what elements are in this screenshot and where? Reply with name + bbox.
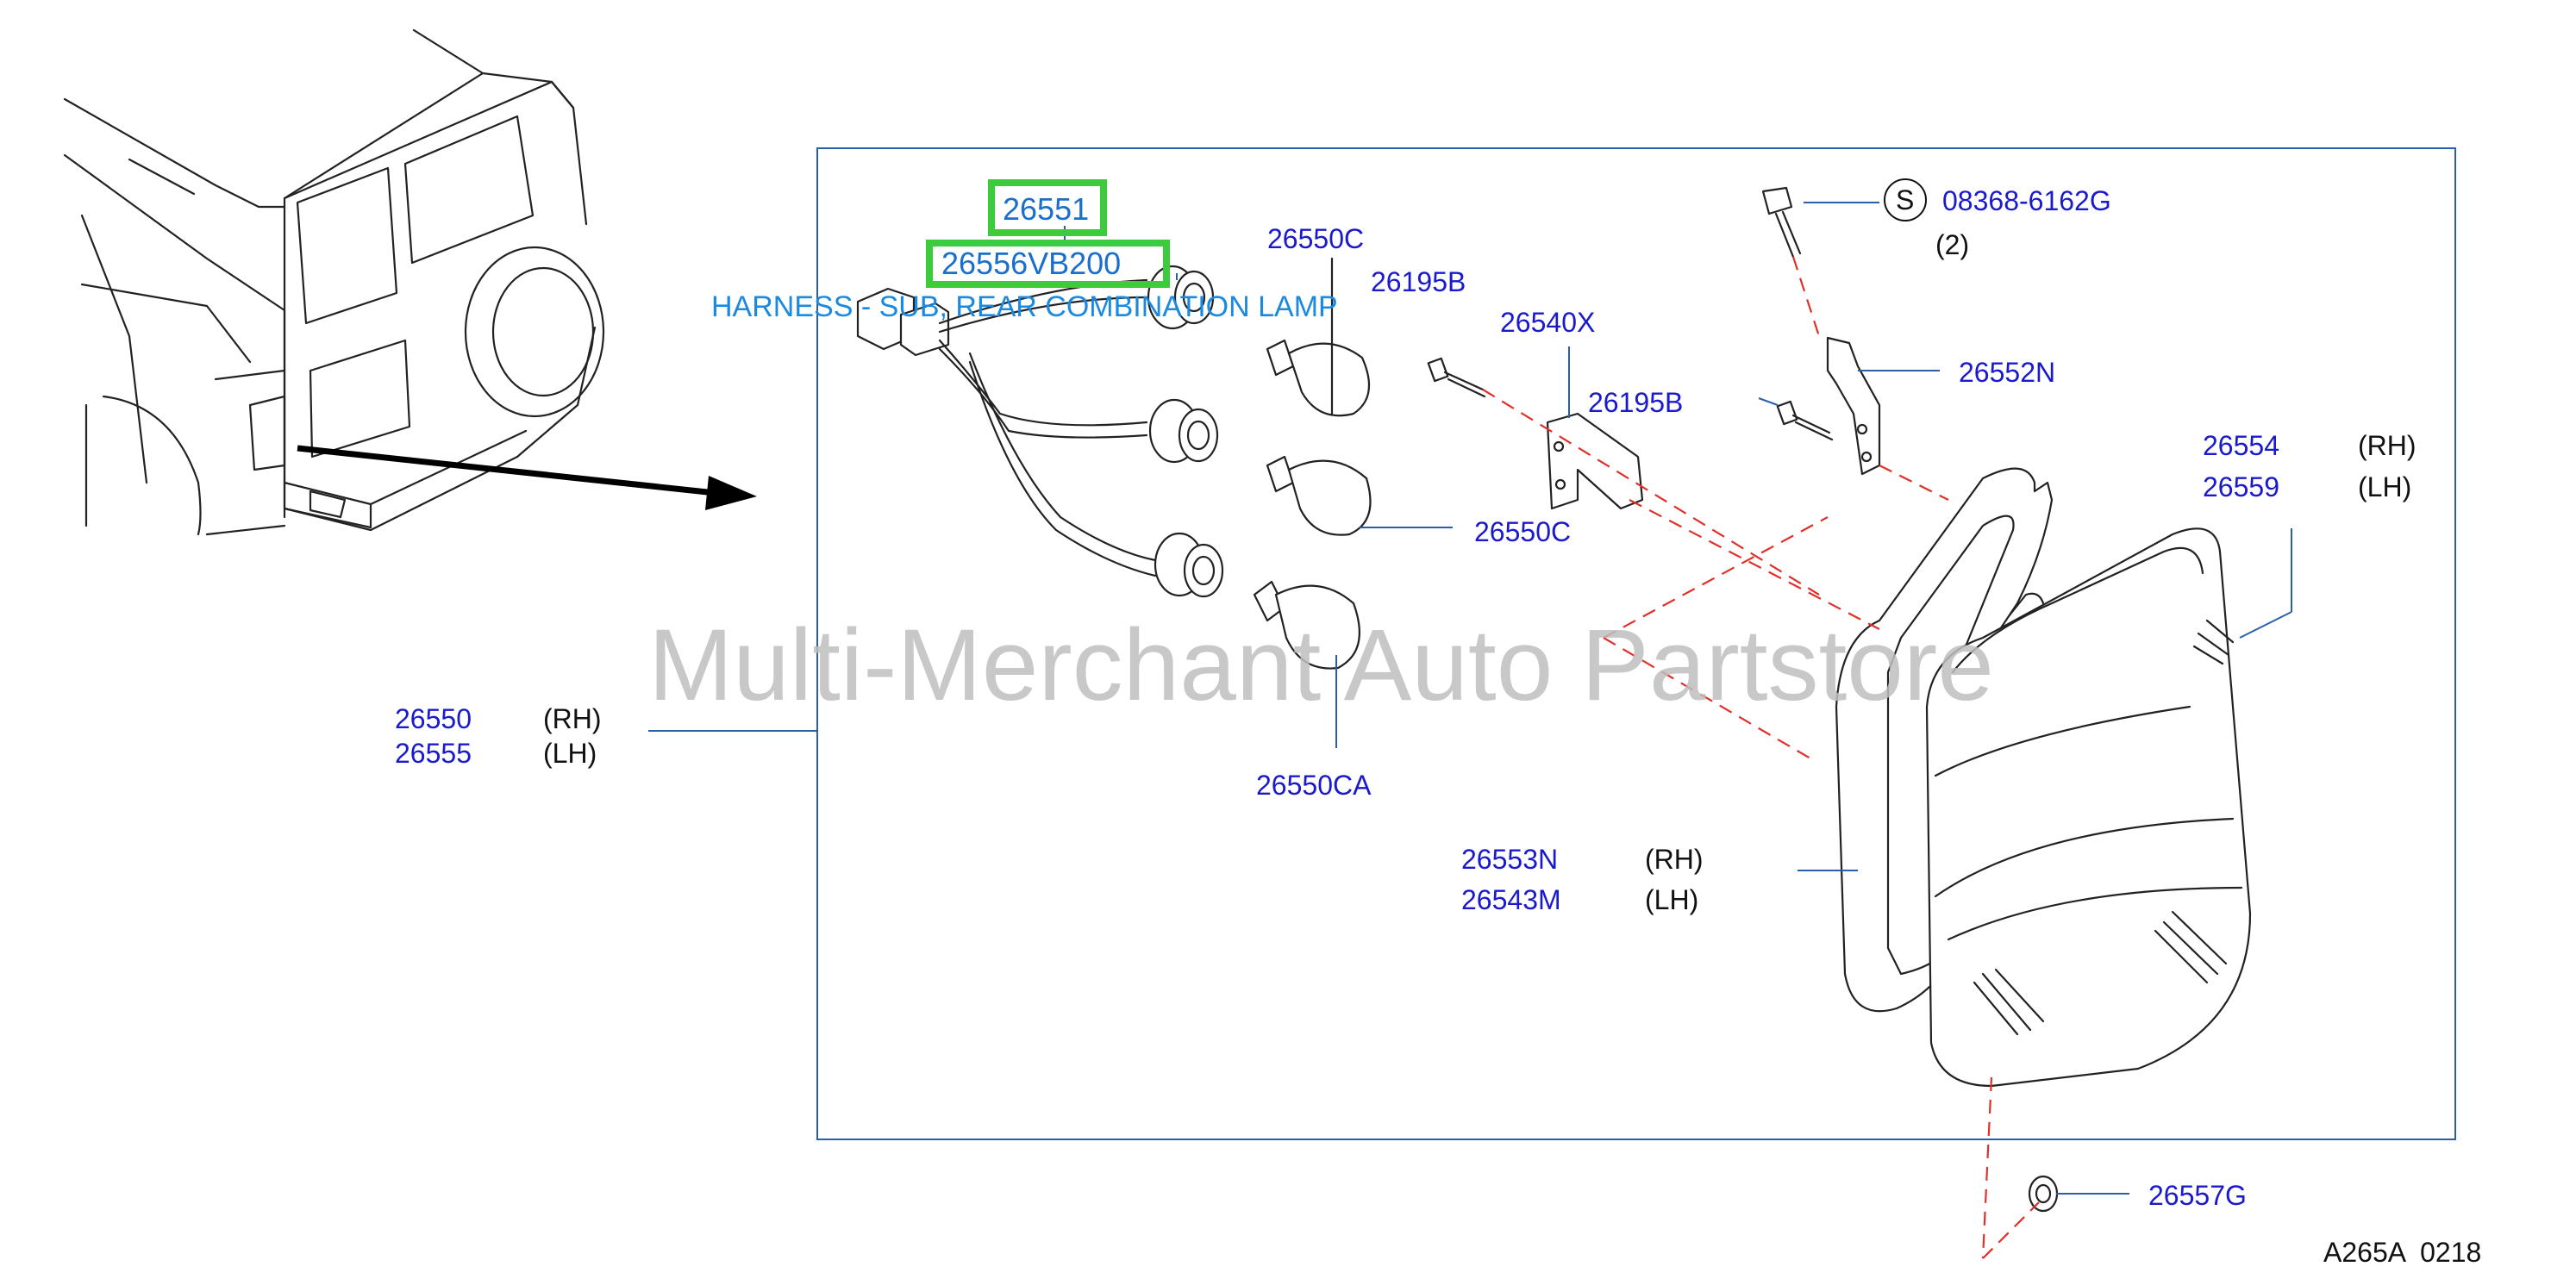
lamp-lh-qualifier: (LH) bbox=[2358, 471, 2411, 502]
gasket-rh-qualifier: (RH) bbox=[1645, 844, 1704, 875]
part-label-26195b-top[interactable]: 26195B bbox=[1371, 266, 1466, 297]
highlight-box-26556vb200 bbox=[926, 240, 1170, 288]
screw-symbol: S bbox=[1896, 184, 1914, 215]
part-26556vb200-link[interactable]: 26556VB200 bbox=[941, 246, 1121, 281]
part-label-26553n-rh[interactable]: 26553N bbox=[1461, 844, 1558, 875]
screw-right bbox=[1776, 400, 1834, 441]
part-label-26550c-top[interactable]: 26550C bbox=[1267, 223, 1364, 254]
socket-middle bbox=[1148, 398, 1219, 464]
bulb-bottom bbox=[1253, 580, 1360, 670]
bulb-middle bbox=[1266, 455, 1372, 536]
part-label-08368-6162g[interactable]: 08368-6162G bbox=[1942, 185, 2111, 216]
part-label-26557g[interactable]: 26557G bbox=[2148, 1180, 2247, 1211]
assembly-rh-qualifier: (RH) bbox=[543, 703, 602, 734]
part-label-26195b-mid[interactable]: 26195B bbox=[1588, 387, 1683, 418]
vehicle-arrow bbox=[297, 445, 757, 510]
socket-bottom bbox=[1154, 532, 1224, 598]
vehicle-illustration bbox=[63, 28, 605, 536]
leader-lines bbox=[648, 202, 2292, 1195]
bulb-top bbox=[1266, 257, 1371, 417]
screw-quantity: (2) bbox=[1935, 229, 1969, 260]
screw-symbol-circle bbox=[1884, 178, 1927, 221]
part-label-26559-lh[interactable]: 26559 bbox=[2203, 471, 2279, 502]
gasket-lh-qualifier: (LH) bbox=[1645, 884, 1698, 915]
lamp-rh-qualifier: (RH) bbox=[2358, 430, 2417, 461]
highlight-box-26551 bbox=[988, 179, 1107, 236]
part-label-26550ca[interactable]: 26550CA bbox=[1256, 770, 1372, 801]
part-label-26550-rh[interactable]: 26550 bbox=[395, 703, 472, 734]
assembly-lh-qualifier: (LH) bbox=[543, 738, 597, 769]
assembly-frame bbox=[816, 147, 2456, 1140]
reference-lines bbox=[1482, 256, 2040, 1259]
harness-artwork bbox=[856, 265, 1224, 598]
screw-left bbox=[1427, 357, 1486, 398]
part-label-26550c-mid[interactable]: 26550C bbox=[1474, 516, 1571, 547]
part-26551-link[interactable]: 26551 bbox=[1003, 191, 1089, 227]
part-label-26552n[interactable]: 26552N bbox=[1959, 357, 2055, 388]
lamp-lens-artwork bbox=[1925, 527, 2252, 1088]
clip-26557g bbox=[2028, 1175, 2059, 1213]
part-label-26554-rh[interactable]: 26554 bbox=[2203, 430, 2279, 461]
watermark: Multi-Merchant Auto Partstore bbox=[648, 608, 1994, 722]
part-label-26555-lh[interactable]: 26555 bbox=[395, 738, 472, 769]
bracket-26552n bbox=[1826, 336, 1881, 476]
part-label-26540x[interactable]: 26540X bbox=[1500, 307, 1595, 338]
part-label-26543m-lh[interactable]: 26543M bbox=[1461, 884, 1561, 915]
screw-top-08368 bbox=[1761, 186, 1802, 259]
harness-description: HARNESS - SUB, REAR COMBINATION LAMP bbox=[711, 290, 1338, 323]
diagram-code: A265A 0218 bbox=[2323, 1237, 2481, 1268]
bracket-26540x bbox=[1546, 412, 1644, 510]
